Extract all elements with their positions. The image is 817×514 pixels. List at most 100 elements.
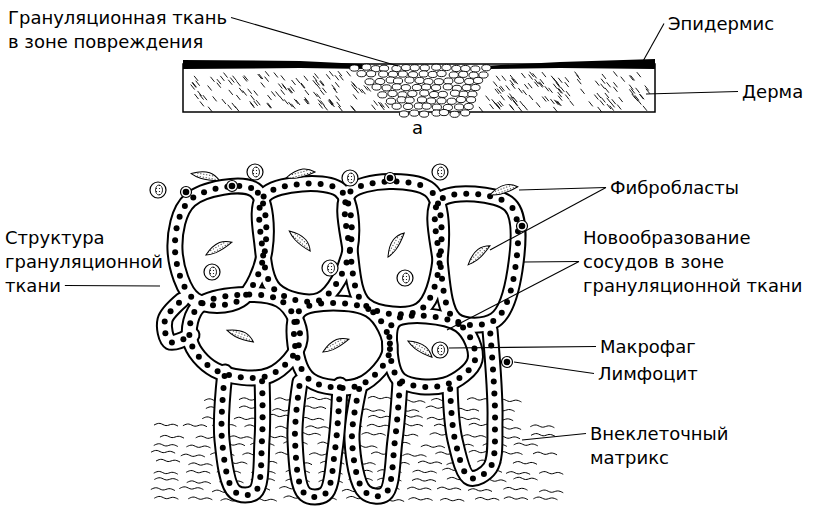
blood-cell	[393, 428, 399, 434]
blood-cell	[306, 303, 312, 309]
blood-cell	[492, 414, 498, 420]
hatch-mark	[278, 84, 282, 89]
fibroblast	[384, 230, 405, 259]
blood-cell	[220, 385, 226, 391]
granulation-cell	[479, 72, 488, 78]
granulation-cell	[449, 72, 458, 78]
granulation-cell	[415, 77, 424, 83]
granulation-cell	[428, 71, 437, 77]
vessel-wall	[221, 372, 262, 495]
leader-line	[646, 92, 738, 95]
matrix-fibre	[402, 454, 426, 457]
hatch-mark	[632, 94, 636, 99]
lymphocyte-body	[181, 187, 192, 198]
hatch-mark	[301, 83, 305, 88]
granulation-cell	[403, 103, 412, 109]
lymphocyte-body	[517, 221, 528, 232]
hatch-mark	[380, 103, 384, 108]
blood-cell	[248, 185, 254, 191]
matrix-fibre	[186, 445, 210, 448]
matrix-fibre	[361, 409, 385, 412]
blood-cell	[211, 296, 217, 302]
blood-cell	[454, 445, 460, 451]
hatch-mark	[637, 100, 641, 105]
granulation-cell	[462, 85, 471, 91]
blood-cell	[162, 318, 168, 324]
granulation-cell	[401, 65, 410, 71]
leader-line	[524, 261, 579, 263]
hatch-mark	[496, 103, 500, 108]
blood-cell	[215, 368, 221, 374]
blood-cell	[409, 313, 415, 319]
granulation-cell	[420, 65, 429, 71]
granulation-cell	[405, 77, 414, 83]
part-label: Дерма	[742, 80, 812, 104]
hatch-mark	[613, 82, 617, 87]
part-label: Эпидермис	[668, 12, 808, 36]
fibroblast	[488, 181, 518, 198]
blood-cell	[443, 299, 449, 305]
hatch-mark	[322, 88, 326, 93]
blood-cell	[259, 438, 265, 444]
hatch-mark	[566, 91, 570, 96]
blood-cell	[350, 271, 356, 277]
hatch-mark	[595, 81, 599, 86]
hatch-mark	[601, 97, 605, 102]
hatch-mark	[254, 91, 258, 96]
blood-cell	[270, 187, 276, 193]
hatch-mark	[607, 104, 611, 109]
blood-cell	[187, 320, 193, 326]
hatch-mark	[613, 71, 617, 76]
blood-cell	[351, 457, 357, 463]
hatch-mark	[228, 105, 232, 110]
blood-cells	[162, 179, 521, 500]
hatch-mark	[333, 88, 337, 93]
leader-line	[519, 188, 606, 191]
granulation-cell	[421, 84, 430, 90]
hatch-mark	[550, 99, 554, 104]
hatch-mark	[500, 86, 504, 91]
granulation-cell	[410, 110, 419, 116]
blood-cell	[348, 259, 354, 265]
macrophage-nucleus	[438, 167, 445, 177]
blood-cell	[250, 375, 256, 381]
hatch-mark	[230, 78, 234, 83]
macrophage-nucleus	[253, 167, 260, 177]
hatch-mark	[594, 95, 598, 100]
blood-cell	[292, 431, 298, 437]
granulation-cell	[464, 103, 473, 109]
granulation-cell	[417, 97, 426, 103]
vessel-lumen	[189, 294, 300, 377]
blood-cell	[491, 378, 497, 384]
granulation-cell	[401, 85, 410, 91]
blood-cell	[234, 292, 240, 298]
hatch-mark	[248, 89, 252, 94]
blood-cell	[433, 204, 439, 210]
hatch-mark	[267, 103, 271, 108]
hatch-mark	[636, 88, 640, 93]
hatch-mark	[281, 75, 285, 80]
hatch-mark	[555, 81, 559, 86]
blood-cell	[273, 369, 279, 375]
matrix-fibre	[468, 489, 492, 492]
matrix-fibre	[418, 461, 442, 464]
hatch-mark	[228, 80, 232, 85]
hatch-mark	[565, 95, 569, 100]
leader-line	[231, 18, 398, 67]
hatch-mark	[542, 72, 546, 77]
leader-line	[449, 347, 596, 349]
blood-cell	[318, 181, 324, 187]
blood-cell	[234, 299, 240, 305]
blood-cell	[336, 396, 342, 402]
matrix-fibre	[306, 426, 330, 429]
hatch-mark	[619, 97, 623, 102]
matrix-fibre	[539, 490, 563, 493]
hatch-mark	[282, 83, 286, 88]
hatch-mark	[499, 101, 503, 106]
vessel-lumen	[345, 182, 442, 315]
hatch-mark	[577, 79, 581, 84]
matrix-fibre	[188, 463, 212, 466]
epidermis	[183, 60, 368, 69]
blood-cell	[256, 217, 262, 223]
blood-cell	[508, 288, 514, 294]
